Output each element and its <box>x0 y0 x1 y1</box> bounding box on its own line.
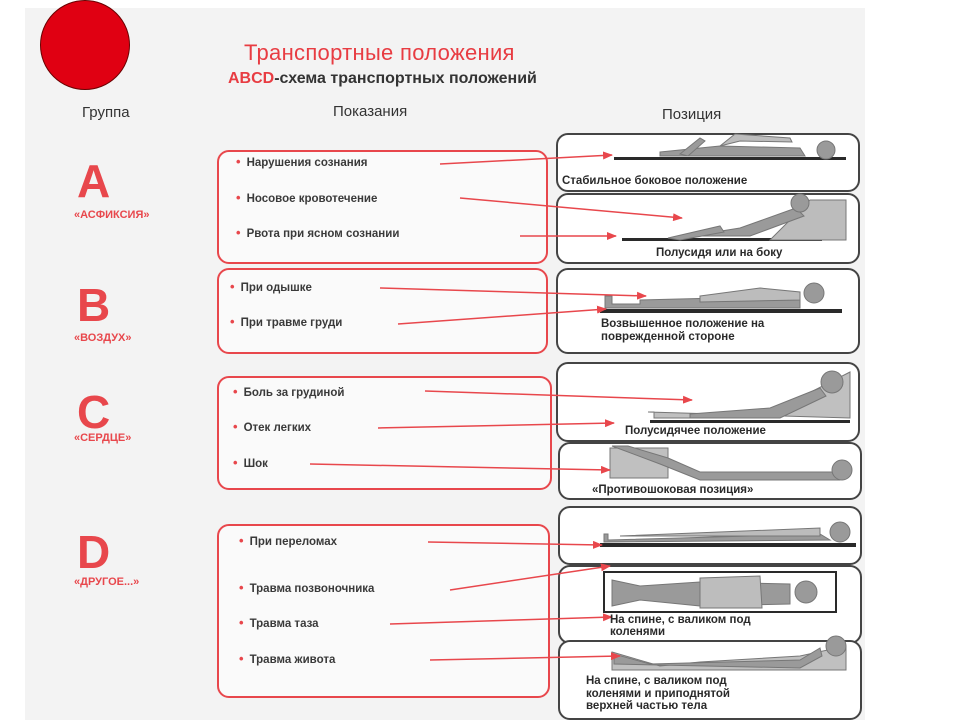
indication-nosebleed: Носовое кровотечение <box>236 190 378 205</box>
subtitle-text: -схема транспортных положений <box>274 70 537 87</box>
indication-dyspnea: При одышке <box>230 279 312 294</box>
arrows <box>309 151 693 661</box>
indication-fractures: При переломах <box>239 533 338 548</box>
group-name-b: «ВОЗДУХ» <box>74 332 132 344</box>
indication-abdomen-trauma: Травма живота <box>239 651 336 666</box>
group-letter-c: C <box>77 386 112 438</box>
caption-semi-sitting-or-side: Полусидя или на боку <box>656 247 783 259</box>
caption-knee-roll-elevated-line2: коленями и приподнятой <box>586 688 730 700</box>
red-circle-marker <box>40 0 130 90</box>
subtitle-abcd: ABCD <box>228 70 275 87</box>
caption-knee-roll-line1: На спине, с валиком под <box>610 614 751 626</box>
group-letter-a: A <box>77 155 112 207</box>
caption-semi-sitting: Полусидячее положение <box>625 425 766 437</box>
indications-box-a <box>217 150 548 264</box>
indication-pulmonary-edema: Отек легких <box>233 419 311 434</box>
indication-shock: Шок <box>233 455 268 470</box>
indication-chest-trauma: При травме груди <box>230 314 343 329</box>
group-letter-b: B <box>77 279 112 331</box>
figure-recovery-position <box>614 133 846 160</box>
caption-elevated-line1: Возвышенное положение на <box>601 318 765 330</box>
caption-knee-roll-elevated-line1: На спине, с валиком под <box>586 675 727 687</box>
indication-pelvis-trauma: Травма таза <box>239 615 319 630</box>
figure-semi-sitting <box>647 370 851 423</box>
indication-impaired-consciousness: Нарушения сознания <box>236 154 368 169</box>
figure-elevated <box>600 282 842 313</box>
group-name-c: «СЕРДЦЕ» <box>74 432 132 444</box>
position-box-recovery <box>556 133 860 192</box>
figure-flat <box>600 521 856 547</box>
figure-knee-roll-elevated <box>611 635 847 671</box>
group-name-d: «ДРУГОЕ...» <box>74 576 140 588</box>
caption-elevated-line2: поврежденной стороне <box>601 331 735 343</box>
page-subtitle: ABCD-схема транспортных положений <box>228 70 537 88</box>
position-box-antishock <box>558 442 862 500</box>
group-letter-d: D <box>77 526 112 578</box>
indication-chest-pain: Боль за грудиной <box>233 384 345 399</box>
column-header-indications: Показания <box>333 103 408 120</box>
figure-antishock <box>609 445 853 481</box>
caption-knee-roll-elevated-line3: верхней частью тела <box>586 700 708 712</box>
figure-knee-roll-top-view <box>603 571 837 613</box>
caption-knee-roll-line2: коленями <box>610 626 666 638</box>
caption-antishock: «Противошоковая позиция» <box>592 484 754 496</box>
indications-box-d <box>217 524 550 698</box>
indication-spine-trauma: Травма позвоночника <box>239 580 375 595</box>
page-title: Транспортные положения <box>244 40 515 65</box>
caption-stable-side: Стабильное боковое положение <box>562 175 748 187</box>
column-header-group: Группа <box>82 104 130 121</box>
column-header-position: Позиция <box>662 106 722 123</box>
indication-vomiting: Рвота при ясном сознании <box>236 225 400 240</box>
group-name-a: «АСФИКСИЯ» <box>74 209 150 221</box>
figure-semi-sitting-or-side <box>622 193 847 241</box>
